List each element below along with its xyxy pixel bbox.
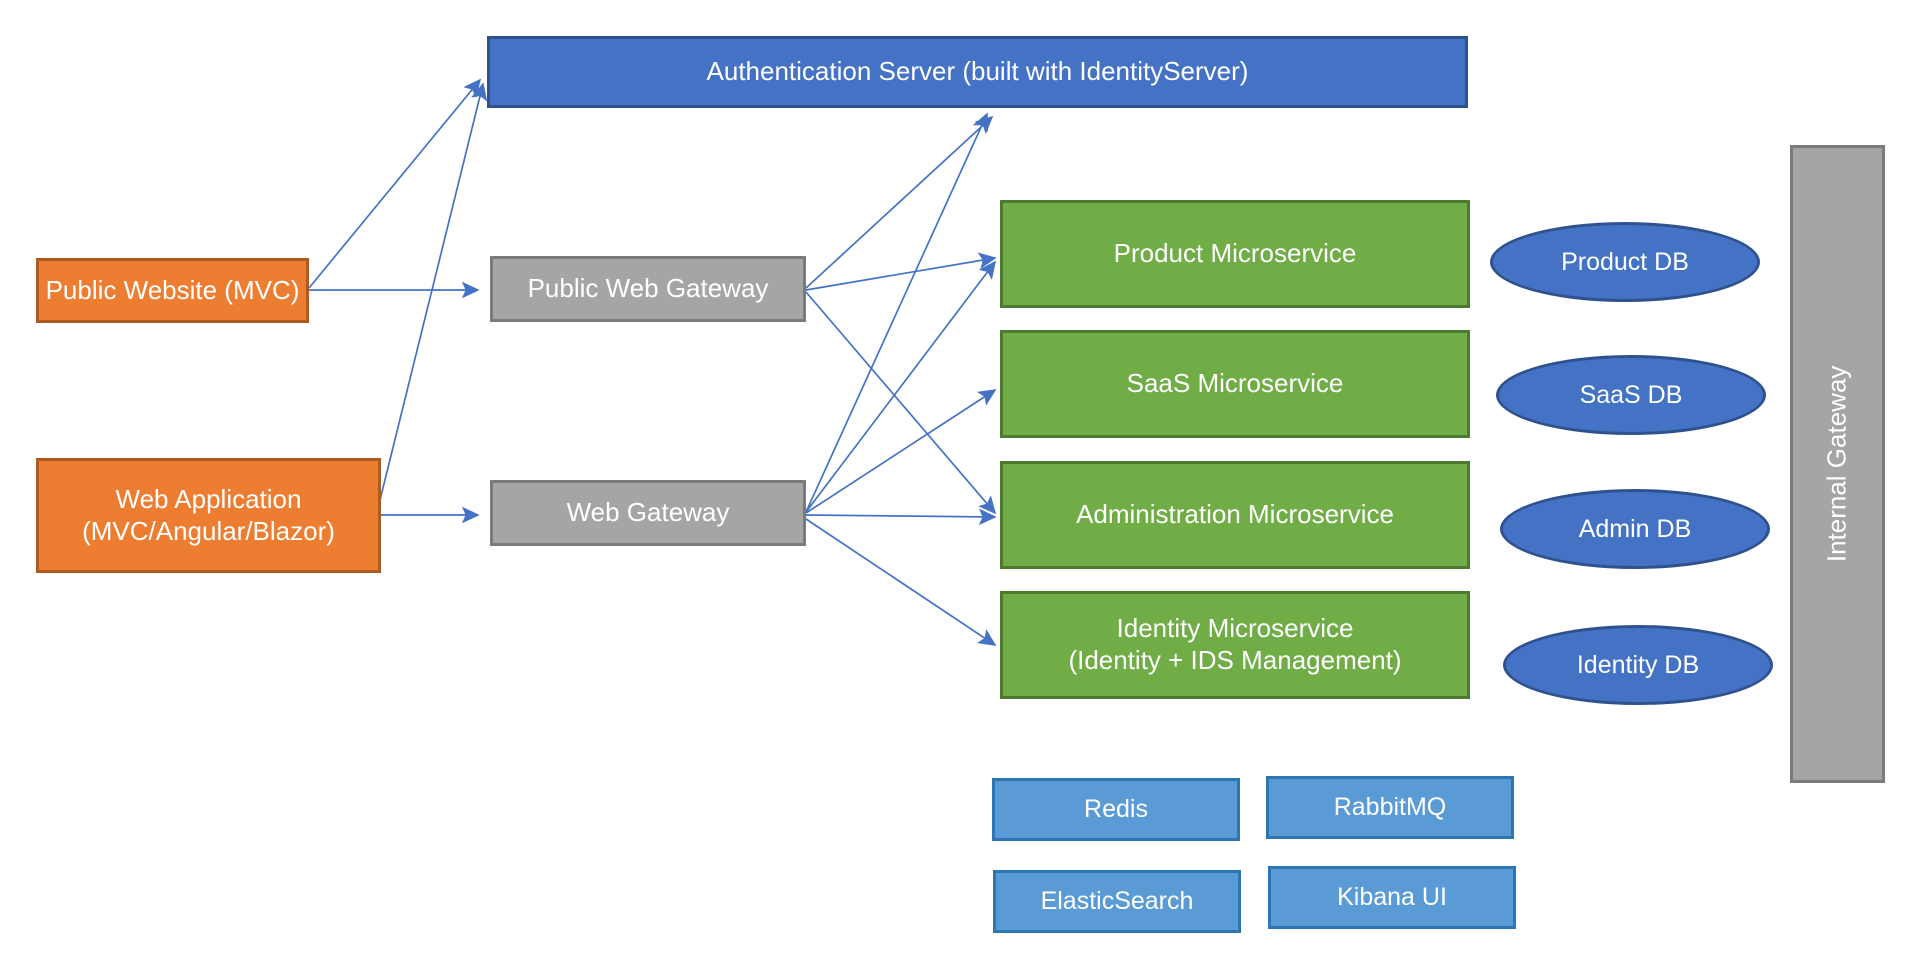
saas-microservice-node[interactable]: SaaS Microservice — [1000, 330, 1470, 438]
public-website-node[interactable]: Public Website (MVC) — [36, 258, 309, 323]
product-db-node[interactable]: Product DB — [1490, 222, 1760, 302]
redis-label: Redis — [1084, 795, 1148, 824]
auth-server-label: Authentication Server (built with Identi… — [706, 56, 1249, 87]
product-microservice-label: Product Microservice — [1113, 238, 1357, 269]
edge-web-application-to-auth-server — [379, 82, 488, 501]
saas-microservice-label: SaaS Microservice — [1126, 368, 1344, 399]
redis-node[interactable]: Redis — [992, 778, 1240, 841]
web-application-label-line1: Web Application — [115, 483, 302, 514]
identity-db-label: Identity DB — [1576, 650, 1700, 679]
public-web-gateway-label: Public Web Gateway — [527, 273, 769, 304]
admin-db-label: Admin DB — [1578, 514, 1692, 543]
admin-db-node[interactable]: Admin DB — [1500, 489, 1770, 569]
public-web-gateway-node[interactable]: Public Web Gateway — [490, 256, 806, 322]
elasticsearch-label: ElasticSearch — [1040, 887, 1194, 916]
kibana-ui-node[interactable]: Kibana UI — [1268, 866, 1516, 929]
edge-web-gateway-to-auth-server — [805, 112, 988, 513]
saas-db-label: SaaS DB — [1579, 380, 1683, 409]
internal-gateway-label: Internal Gateway — [1821, 365, 1852, 563]
edge-web-gateway-to-identity-microservice — [805, 518, 997, 646]
edge-web-gateway-to-saas-microservice — [805, 389, 997, 514]
administration-microservice-label: Administration Microservice — [1076, 499, 1394, 530]
identity-db-node[interactable]: Identity DB — [1503, 625, 1773, 705]
web-gateway-label: Web Gateway — [566, 497, 730, 528]
saas-db-node[interactable]: SaaS DB — [1496, 355, 1766, 435]
product-microservice-node[interactable]: Product Microservice — [1000, 200, 1470, 308]
kibana-ui-label: Kibana UI — [1337, 883, 1447, 912]
elasticsearch-node[interactable]: ElasticSearch — [993, 870, 1241, 933]
product-db-label: Product DB — [1561, 247, 1689, 276]
internal-gateway-node[interactable]: Internal Gateway — [1790, 145, 1885, 783]
web-application-label-line2: (MVC/Angular/Blazor) — [82, 515, 335, 546]
edge-public-web-gateway-to-administration-microservice — [805, 291, 997, 515]
auth-server-node[interactable]: Authentication Server (built with Identi… — [487, 36, 1468, 108]
identity-microservice-label-line2: (Identity + IDS Management) — [1068, 645, 1402, 675]
public-website-label: Public Website (MVC) — [45, 274, 300, 305]
edge-web-gateway-to-product-microservice — [805, 260, 997, 513]
identity-microservice-label-line1: Identity Microservice — [1116, 613, 1354, 644]
administration-microservice-node[interactable]: Administration Microservice — [1000, 461, 1470, 569]
edge-public-website-to-auth-server — [308, 78, 482, 289]
web-gateway-node[interactable]: Web Gateway — [490, 480, 806, 546]
edge-public-web-gateway-to-auth-server — [805, 115, 994, 289]
web-application-node[interactable]: Web Application (MVC/Angular/Blazor) — [36, 458, 381, 573]
edge-web-gateway-to-administration-microservice — [805, 508, 997, 526]
edge-public-web-gateway-to-product-microservice — [805, 252, 997, 291]
identity-microservice-node[interactable]: Identity Microservice (Identity + IDS Ma… — [1000, 591, 1470, 699]
rabbitmq-label: RabbitMQ — [1333, 793, 1447, 822]
rabbitmq-node[interactable]: RabbitMQ — [1266, 776, 1514, 839]
